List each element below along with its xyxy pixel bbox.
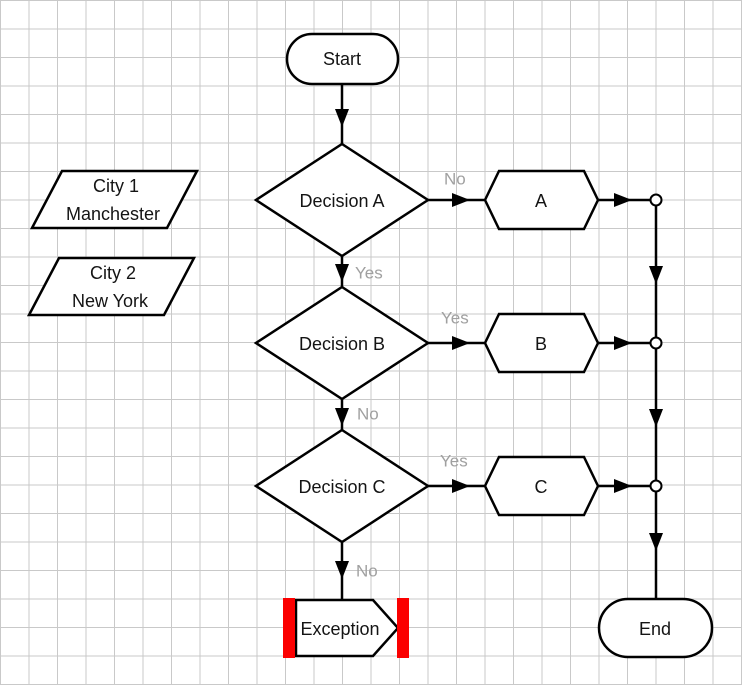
edge-decision-a-to-a[interactable]: [428, 193, 485, 207]
node-start[interactable]: Start: [285, 32, 400, 86]
arrowhead-right-icon: [452, 479, 470, 493]
arrowhead-down-icon: [649, 533, 663, 551]
edge-label-decision-a-yes: Yes: [355, 264, 383, 283]
c-label: C: [535, 477, 548, 497]
city1-parallelogram-shape: [29, 169, 200, 230]
city1-label-line1: City 1: [93, 176, 139, 196]
city2-label-line1: City 2: [90, 263, 136, 283]
edge-start-to-decision-a[interactable]: [335, 83, 349, 144]
node-exception[interactable]: Exception: [283, 598, 409, 658]
a-hexagon-shape: [483, 169, 600, 231]
decision-c-label: Decision C: [298, 477, 385, 497]
edge-label-decision-b-yes: Yes: [441, 309, 469, 328]
b-label: B: [535, 334, 547, 354]
node-city1[interactable]: City 1 Manchester: [29, 169, 200, 230]
arrowhead-right-icon: [452, 336, 470, 350]
c-hexagon-shape: [483, 455, 600, 517]
edge-decision-a-to-decision-b[interactable]: [335, 256, 349, 287]
arrowhead-down-icon: [335, 561, 349, 579]
edge-junction-2-to-junction-3[interactable]: [649, 343, 663, 486]
junction-dot-1[interactable]: [649, 193, 663, 207]
city2-parallelogram-shape: [26, 256, 197, 317]
decision-b-label: Decision B: [299, 334, 385, 354]
edge-c-to-junction-3[interactable]: [598, 479, 656, 493]
a-label: A: [535, 191, 547, 211]
node-end[interactable]: End: [597, 597, 714, 659]
arrowhead-down-icon: [335, 264, 349, 282]
edge-label-decision-a-no: No: [444, 170, 466, 189]
edge-decision-c-to-exception[interactable]: [335, 542, 349, 600]
edge-junction-3-to-end[interactable]: [649, 486, 663, 599]
edge-label-decision-c-yes: Yes: [440, 452, 468, 471]
edge-decision-b-to-b[interactable]: [428, 336, 485, 350]
arrowhead-right-icon: [452, 193, 470, 207]
node-b[interactable]: B: [483, 312, 600, 374]
edge-decision-b-to-decision-c[interactable]: [335, 399, 349, 430]
exception-signal-shape: [294, 598, 400, 658]
arrowhead-right-icon: [614, 336, 632, 350]
arrowhead-down-icon: [649, 266, 663, 284]
arrowhead-right-icon: [614, 193, 632, 207]
start-terminator-shape: [285, 32, 400, 86]
city2-label-line2: New York: [72, 291, 149, 311]
city1-label-line2: Manchester: [66, 204, 160, 224]
node-city2[interactable]: City 2 New York: [26, 256, 197, 317]
edge-label-decision-c-no: No: [356, 562, 378, 581]
arrowhead-down-icon: [335, 408, 349, 426]
arrowhead-down-icon: [649, 409, 663, 427]
exception-red-bar-left: [283, 598, 295, 658]
edge-junction-1-to-junction-2[interactable]: [649, 200, 663, 343]
junction-dot-2[interactable]: [649, 336, 663, 350]
node-decision-b[interactable]: Decision B: [253, 285, 431, 401]
arrowhead-right-icon: [614, 479, 632, 493]
node-decision-a[interactable]: Decision A: [253, 142, 431, 258]
decision-b-diamond-shape: [253, 285, 431, 401]
exception-red-bar-right: [397, 598, 409, 658]
node-a[interactable]: A: [483, 169, 600, 231]
end-terminator-shape: [597, 597, 714, 659]
b-hexagon-shape: [483, 312, 600, 374]
decision-a-diamond-shape: [253, 142, 431, 258]
edge-label-decision-b-no: No: [357, 405, 379, 424]
node-c[interactable]: C: [483, 455, 600, 517]
arrowhead-down-icon: [335, 109, 349, 127]
decision-a-label: Decision A: [299, 191, 384, 211]
node-decision-c[interactable]: Decision C: [253, 428, 431, 544]
edge-decision-c-to-c[interactable]: [428, 479, 485, 493]
end-label: End: [639, 619, 671, 639]
exception-label: Exception: [300, 619, 379, 639]
start-label: Start: [323, 49, 361, 69]
edge-a-to-junction-1[interactable]: [598, 193, 656, 207]
junction-dot-3[interactable]: [649, 479, 663, 493]
edge-b-to-junction-2[interactable]: [598, 336, 656, 350]
decision-c-diamond-shape: [253, 428, 431, 544]
